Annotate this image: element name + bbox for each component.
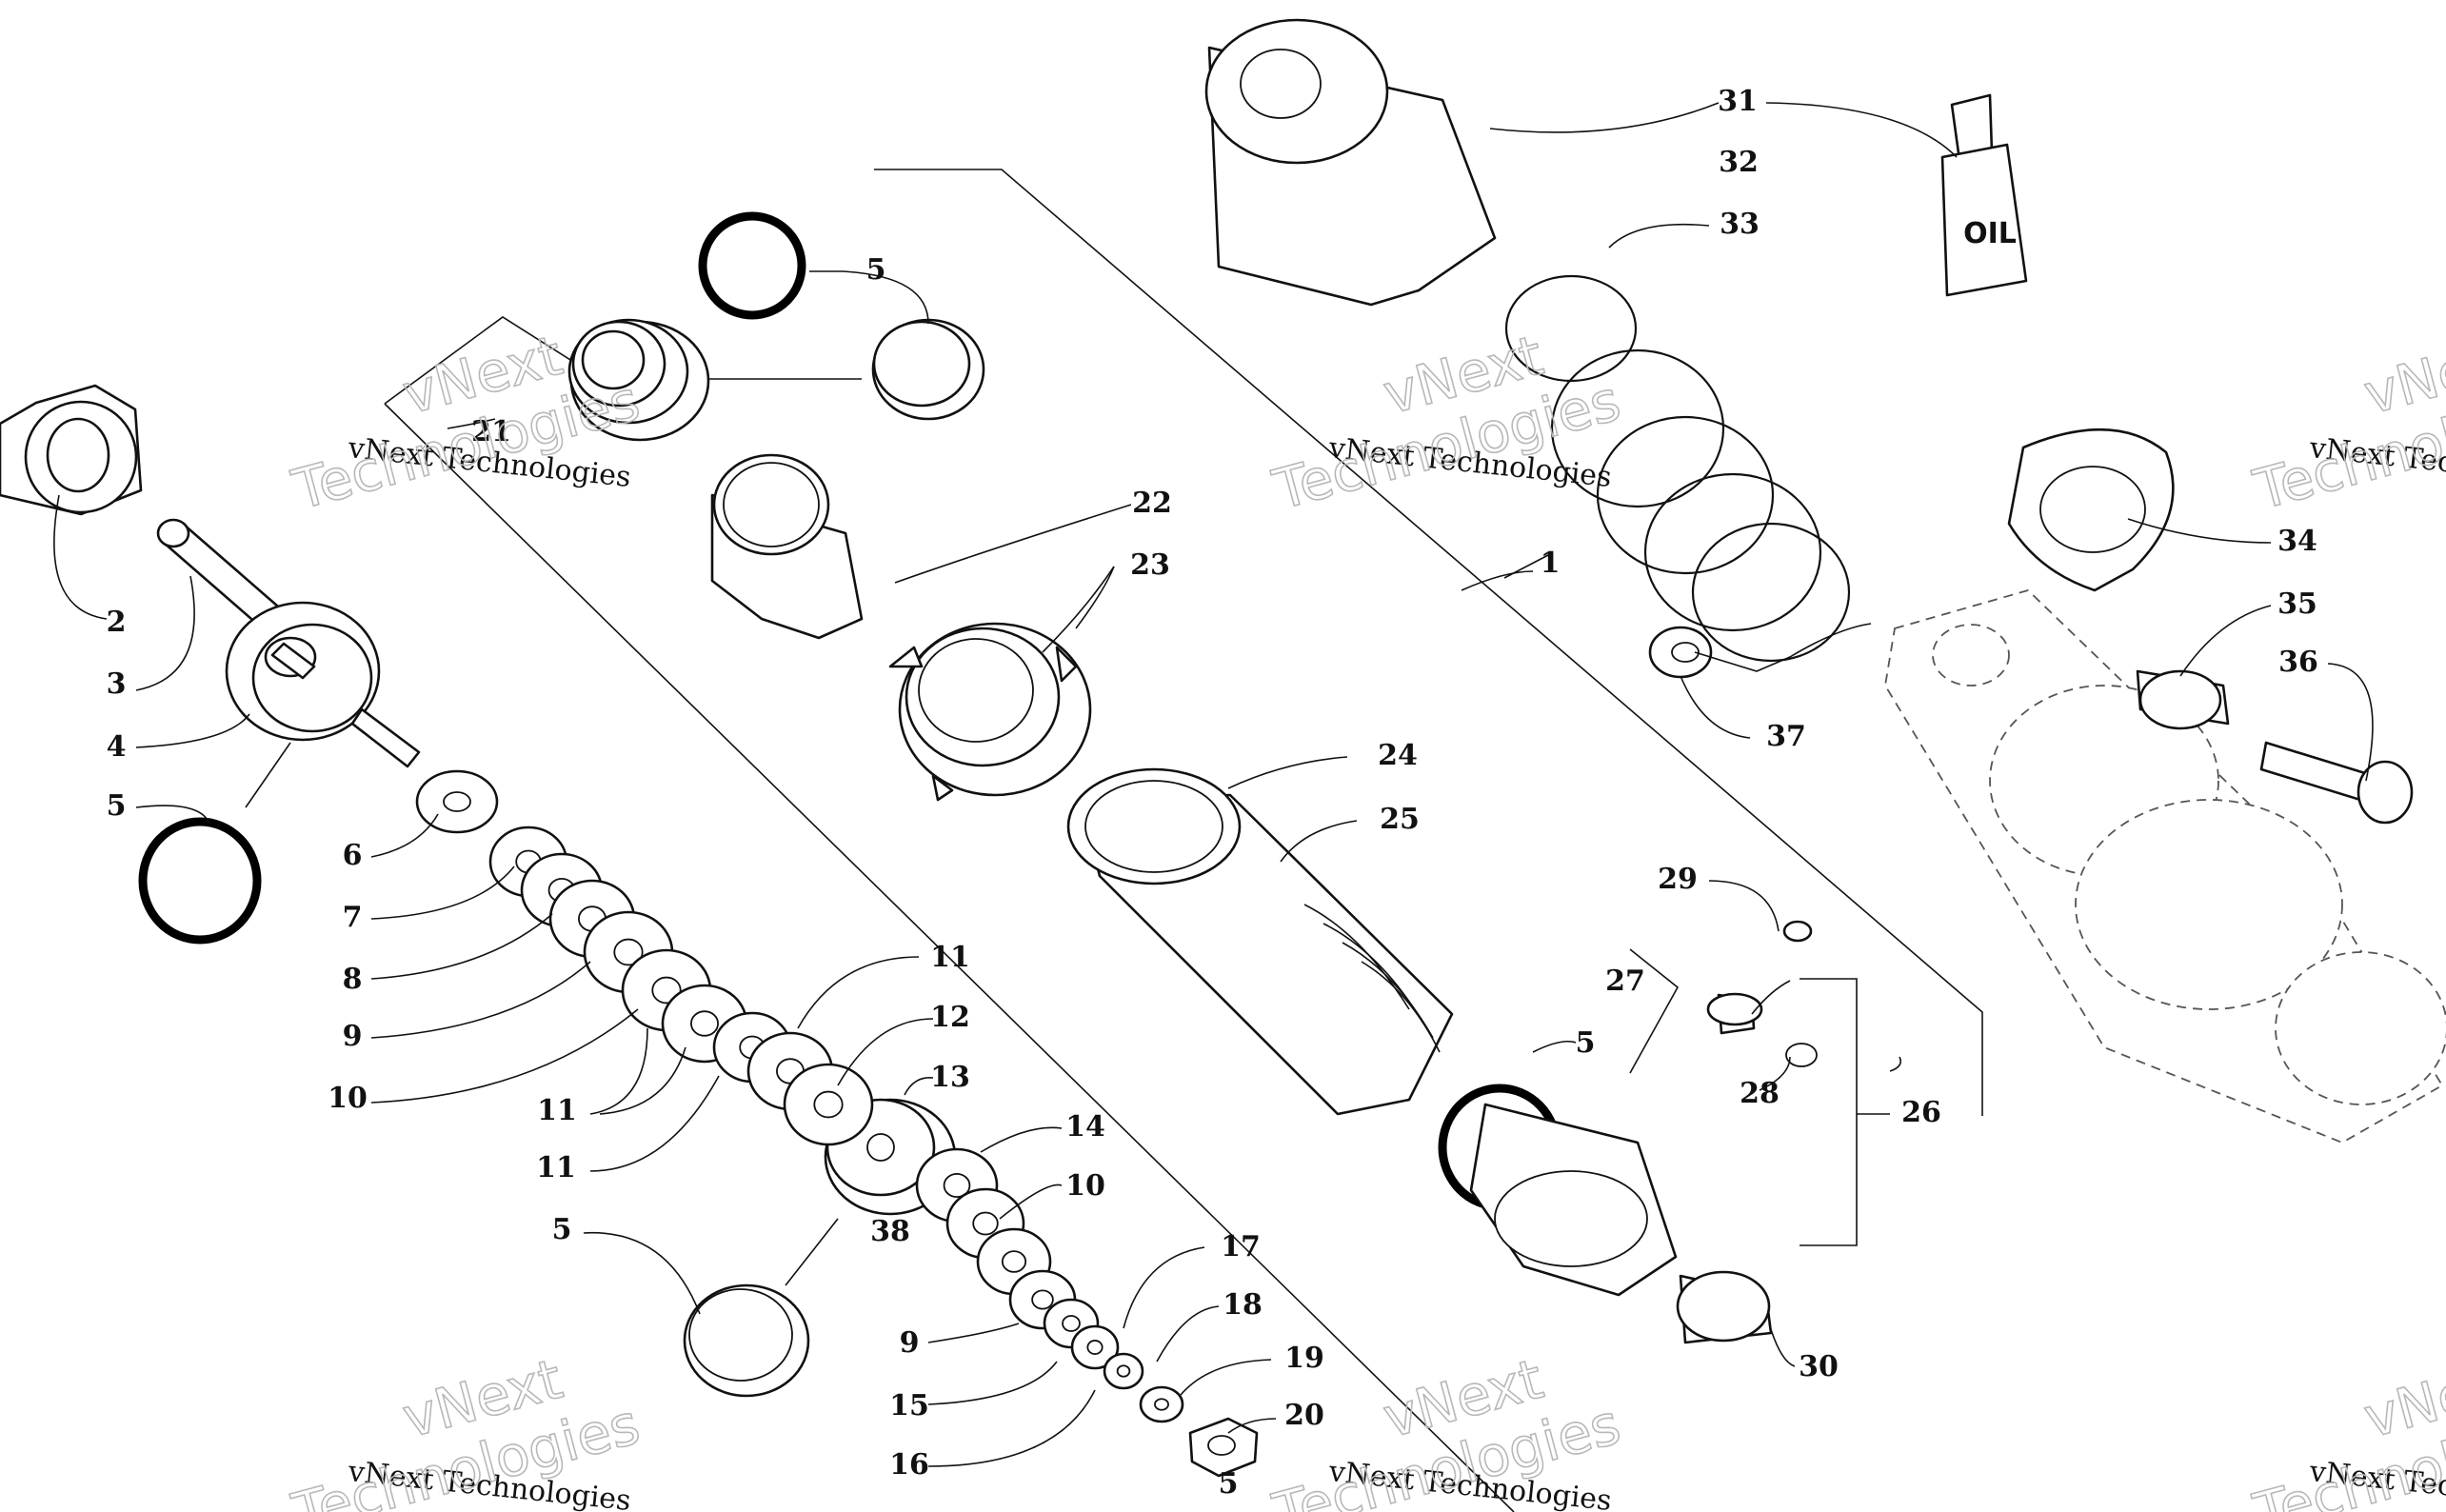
part-34-spring (1504, 274, 1851, 663)
shim-hole (813, 1090, 844, 1119)
callout-number: 11 (537, 1094, 577, 1127)
callout-number: 38 (870, 1215, 910, 1248)
callout-number: 21 (471, 415, 511, 448)
part-28-valve (1706, 992, 1763, 1035)
callout-number: 10 (1065, 1169, 1105, 1203)
callout-number: 36 (2278, 646, 2318, 679)
shim-hole (972, 1211, 999, 1236)
assembly-bracket-27 (1629, 948, 1890, 1246)
callout-number: 23 (1130, 548, 1170, 582)
shim-hole (1154, 1398, 1169, 1411)
shim-hole (613, 938, 644, 966)
callout-number: 8 (343, 963, 363, 996)
callout-number: 14 (1065, 1110, 1105, 1144)
callout-number: 20 (1284, 1399, 1324, 1432)
shim-hole (1031, 1289, 1054, 1310)
callout-number: 12 (930, 1001, 970, 1034)
callout-number: 25 (1380, 803, 1420, 836)
callout-number: 31 (1718, 85, 1758, 118)
callout-number: 29 (1658, 863, 1698, 896)
part-23-bushing (710, 453, 864, 640)
callout-number: 17 (1221, 1230, 1261, 1263)
callout-number: 27 (1605, 965, 1645, 998)
callout-number: 28 (1740, 1077, 1780, 1110)
callout-number: 9 (900, 1326, 920, 1360)
part-33-boot (1204, 18, 1497, 307)
assembly-bracket-22 (384, 316, 1515, 1512)
callout-number: 5 (1576, 1026, 1596, 1060)
part-21-nut (1188, 1417, 1259, 1478)
part-38-nut (1648, 626, 1713, 679)
callout-number: 33 (1720, 208, 1760, 241)
part-body-lower-housing (1469, 1103, 1678, 1297)
leader-lines (53, 102, 2374, 1467)
shim-stack-upper (488, 826, 874, 1146)
shim-hole (690, 1010, 719, 1037)
callout-number: 4 (107, 730, 127, 764)
callout-number: 5 (1219, 1467, 1239, 1501)
callout-number: 26 (1901, 1096, 1941, 1129)
part-4-shaft-eye (225, 601, 421, 768)
callout-number: 24 (1378, 739, 1418, 772)
part-32-oil-bottle: OIL (1940, 93, 2028, 297)
callout-number: 34 (2277, 525, 2317, 558)
callout-number: 16 (889, 1448, 929, 1482)
part-5-bushing-top (871, 318, 985, 421)
part-30-screw (1782, 920, 1813, 943)
shim-hole (1001, 1250, 1027, 1273)
shim-hole (1062, 1315, 1081, 1332)
shim-hole (1086, 1340, 1104, 1355)
callout-number: 13 (930, 1061, 970, 1094)
callout-number: 15 (889, 1389, 929, 1422)
callout-number: 6 (343, 839, 363, 872)
callout-number: 37 (1766, 720, 1806, 753)
shim-stack-lower (915, 1147, 1184, 1423)
callout-number: 10 (328, 1082, 368, 1115)
callout-number: 7 (343, 901, 363, 934)
callout-number: 18 (1223, 1288, 1263, 1322)
part-37-bolt (2259, 741, 2414, 825)
shim-hole (1116, 1364, 1131, 1378)
part-25-shock-body (1066, 767, 1454, 1116)
part-29-oring-small (1785, 1043, 1818, 1067)
callout-number: 19 (1284, 1342, 1324, 1375)
callout-number: 11 (930, 941, 970, 974)
part-31-bushing (1676, 1270, 1773, 1344)
callout-number: 5 (107, 789, 127, 823)
oil-label: OIL (1963, 217, 2017, 250)
part-36-spacer (2136, 669, 2230, 730)
callout-number: 5 (866, 253, 886, 287)
assembled-shock-ghost (1884, 588, 2446, 1144)
callout-number: 2 (107, 606, 127, 639)
part-24-spring-nut (888, 622, 1092, 802)
callout-number: 5 (552, 1213, 572, 1246)
callout-number: 11 (536, 1151, 576, 1184)
callout-number: 9 (343, 1020, 363, 1053)
callout-number: 1 (1541, 547, 1561, 580)
callout-number: 30 (1799, 1350, 1839, 1383)
shim-hole (943, 1172, 971, 1199)
part-6-washer (415, 769, 499, 834)
callout-number: 32 (1719, 146, 1759, 179)
part-35-clip (2007, 428, 2175, 592)
part-5-bushing-lower (683, 1283, 810, 1398)
callout-number: 35 (2277, 587, 2317, 621)
callout-number: 22 (1132, 487, 1172, 520)
part-2-bushing (0, 384, 143, 516)
part-22-seal-head (567, 318, 710, 442)
callout-number: 3 (107, 667, 127, 701)
